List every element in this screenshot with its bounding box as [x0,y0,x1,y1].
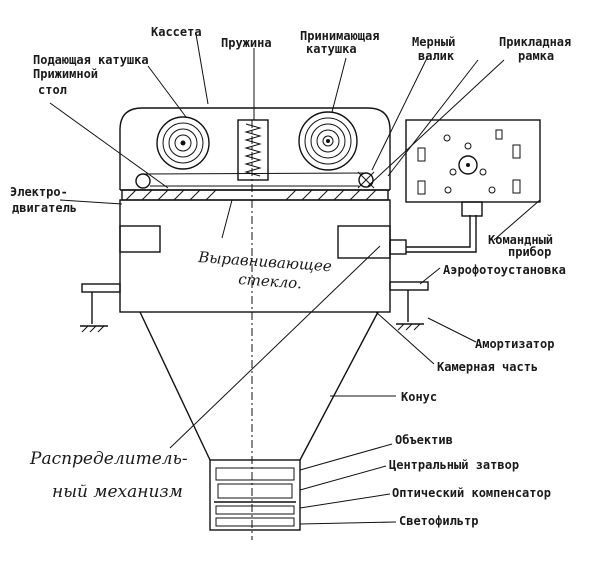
label-pressure-table-2: стол [38,83,67,97]
label-spring: Пружина [221,36,272,50]
command-cable [406,215,471,248]
label-take-reel-2: катушка [306,42,357,56]
mount-left [80,283,121,333]
label-feed-reel: Подающая катушка [33,53,149,67]
label-compensator: Оптический компенсатор [392,486,551,500]
label-command-1: Командный [488,233,553,247]
label-cone: Конус [401,390,437,404]
command-instrument [405,119,541,203]
pressure-table-hatch [125,189,377,201]
label-command-2: прибор [508,245,551,259]
label-distributor-1: Распределитель- [29,449,188,469]
cone-right [299,311,379,461]
film-path [142,172,367,175]
leader-lines [49,33,541,525]
lens-assembly [209,459,301,531]
label-motor-1: Электро- [10,185,68,199]
label-metering-roller-2: валик [418,49,455,63]
take-reel-icon [298,111,358,171]
label-camera-part: Камерная часть [437,360,538,374]
feed-reel-icon [156,116,210,170]
label-frame-2: рамка [518,49,554,63]
label-frame-1: Прикладная [499,35,571,49]
spring-icon [237,119,269,181]
connector-block [389,239,407,255]
feed-roller-icon [135,173,151,189]
label-filter: Светофильтр [399,514,478,528]
label-take-reel-1: Принимающая [300,29,379,43]
label-metering-roller-1: Мерный [412,35,455,49]
label-motor-2: двигатель [12,201,77,215]
label-shock: Амортизатор [475,337,554,351]
command-connector [461,201,483,217]
metering-roller-teeth [357,171,375,189]
cassette-body [119,107,391,190]
label-lens: Объектив [395,433,453,447]
label-mount: Аэрофотоустановка [443,263,566,277]
cone-left [139,311,211,461]
motor-box-right [337,225,391,259]
label-pressure-table-1: Прижимной [33,67,98,81]
label-distributor-2: ный механизм [52,482,183,502]
label-glass-2: стекло. [238,270,303,292]
label-cassette: Кассета [151,25,202,39]
pressure-table [121,189,389,201]
label-shutter: Центральный затвор [389,458,519,472]
motor-box-left [119,225,161,253]
mount-right [389,281,429,331]
